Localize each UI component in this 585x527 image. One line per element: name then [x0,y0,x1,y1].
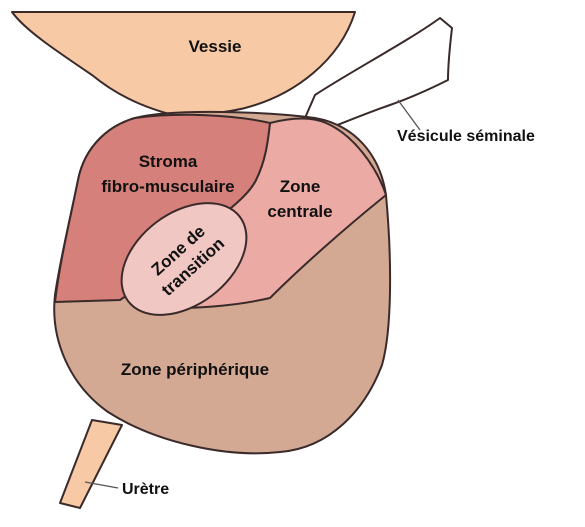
bladder-shape [12,12,355,118]
stroma-label-line2: fibro-musculaire [101,177,234,196]
peripheral-zone-label: Zone périphérique [121,360,269,379]
seminal-vesicle-label: Vésicule séminale [397,128,535,145]
stroma-label-line1: Stroma [139,152,198,171]
bladder-label: Vessie [189,37,242,56]
urethra-label: Urètre [122,481,169,498]
central-zone-label-line1: Zone [280,177,321,196]
urethra-shape [60,420,122,508]
central-zone-label-line2: centrale [267,202,332,221]
seminal-vesicle-leader-line [398,100,420,130]
